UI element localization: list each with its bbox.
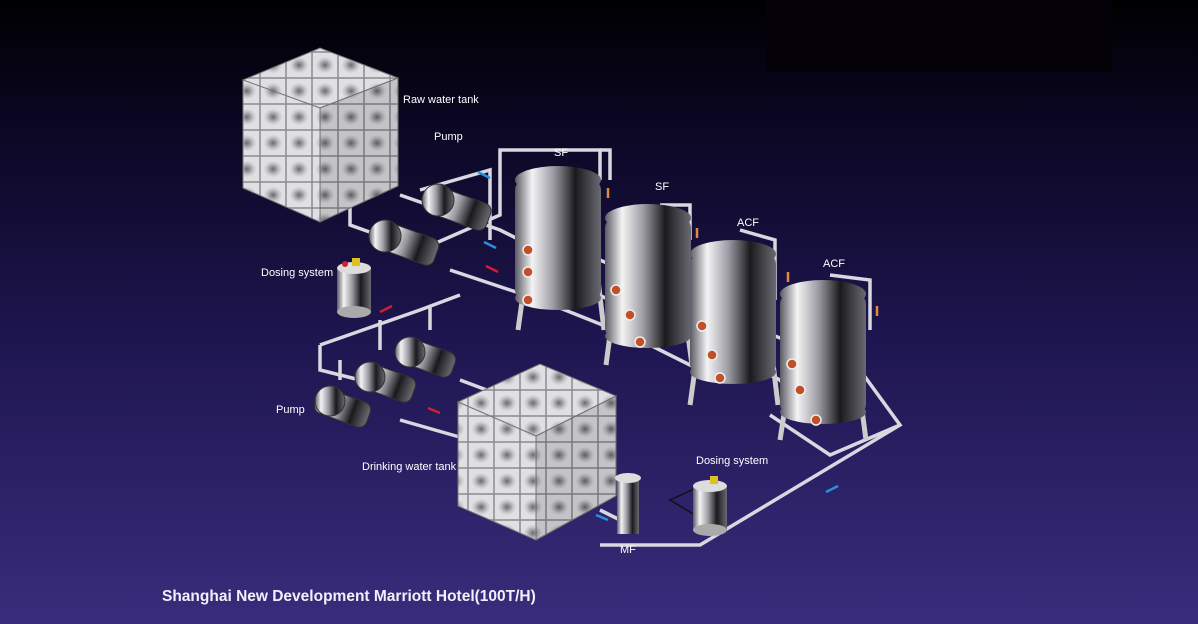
pumps (313, 183, 492, 428)
acf-filter-2 (777, 280, 869, 441)
sf-filter-2 (603, 204, 695, 366)
dosing-system-right (668, 476, 727, 536)
acf-filter-1 (687, 240, 781, 406)
drinking-water-tank (456, 363, 618, 541)
filter-vessels (515, 166, 869, 441)
label-pump-top: Pump (434, 131, 463, 143)
label-mf: MF (620, 544, 636, 556)
label-dosing-right: Dosing system (696, 455, 768, 467)
pump (354, 361, 417, 403)
caption: Shanghai New Development Marriott Hotel(… (162, 588, 536, 605)
label-dosing-left: Dosing system (261, 267, 333, 279)
sf-filter-1 (515, 166, 607, 331)
pump (421, 183, 492, 231)
pump (394, 336, 457, 378)
label-drinking-water-tank: Drinking water tank (362, 461, 457, 473)
flow-arrows (379, 170, 879, 522)
pump (313, 385, 372, 428)
label-acf-1: ACF (737, 217, 759, 229)
label-raw-water-tank: Raw water tank (403, 94, 479, 106)
label-acf-2: ACF (823, 258, 845, 270)
dosing-system-left (337, 258, 371, 318)
label-sf-2: SF (655, 181, 669, 193)
label-pump-bottom: Pump (276, 404, 305, 416)
dark-overlay-box (766, 0, 1112, 72)
pump (368, 219, 440, 266)
raw-water-tank (241, 47, 400, 223)
label-sf-1: SF (554, 147, 568, 159)
mf-filter (615, 473, 641, 534)
valves (522, 244, 822, 426)
